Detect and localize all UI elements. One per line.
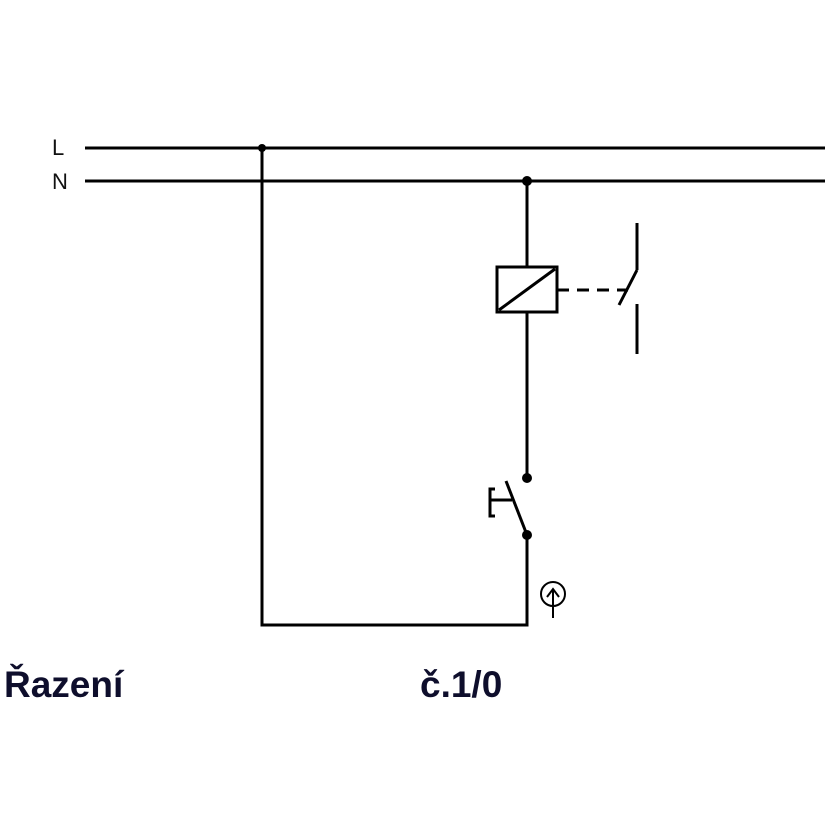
pushbutton-icon xyxy=(488,480,529,536)
junction-dot-n xyxy=(522,176,532,186)
caption-number: č.1/0 xyxy=(420,664,503,705)
terminal-dot-top xyxy=(522,473,532,483)
relay-contact-icon xyxy=(617,223,639,354)
line-label-l: L xyxy=(52,135,65,160)
relay-coil-icon xyxy=(495,265,559,314)
terminal-dot-bottom xyxy=(522,530,532,540)
junction-dot-l xyxy=(258,144,266,152)
wire-l-to-lamp xyxy=(260,148,529,627)
line-label-n: N xyxy=(52,169,68,194)
lamp-indicator-icon xyxy=(540,581,566,618)
caption-title: Řazení xyxy=(4,664,124,705)
